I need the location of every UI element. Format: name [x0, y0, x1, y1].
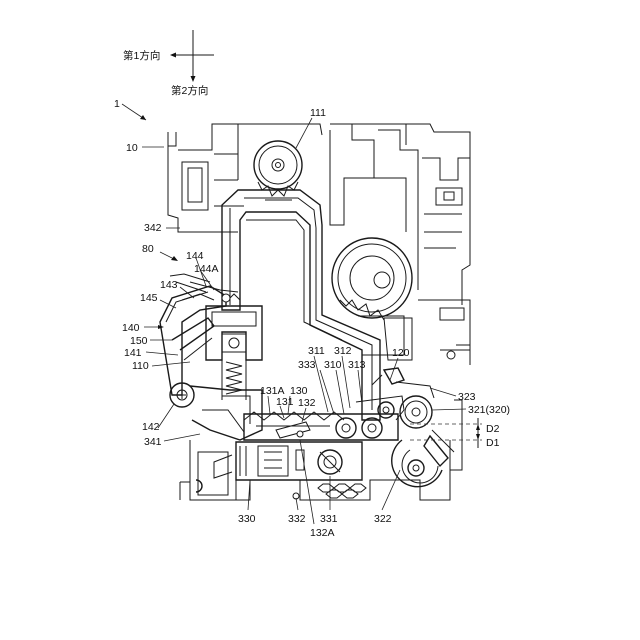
label-144: 144: [186, 250, 204, 262]
label-312: 312: [334, 345, 352, 357]
label-142: 142: [142, 421, 160, 433]
direction-indicator: 第1方向 第2方向: [123, 30, 214, 97]
label-322: 322: [374, 513, 392, 525]
label-143: 143: [160, 279, 178, 291]
label-145: 145: [140, 292, 158, 304]
label-120: 120: [392, 347, 410, 359]
label-110: 110: [132, 360, 149, 372]
lower-mechanism-330: [214, 442, 366, 499]
label-111: 111: [310, 107, 326, 119]
direction-2-label: 第2方向: [171, 84, 208, 97]
label-313: 313: [348, 359, 366, 371]
label-341: 341: [144, 436, 162, 448]
label-10: 10: [126, 142, 138, 154]
label-131: 131: [276, 396, 294, 408]
label-1: 1: [114, 98, 120, 110]
label-321-320: 321(320): [468, 404, 510, 416]
direction-1-arrowhead: [170, 53, 176, 58]
label-342: 342: [144, 222, 162, 234]
label-132a: 132A: [310, 527, 335, 539]
direction-2-arrowhead: [191, 76, 196, 82]
gear-321: [372, 368, 454, 487]
label-d2: D2: [486, 423, 500, 435]
label-80: 80: [142, 243, 154, 255]
label-330: 330: [238, 513, 256, 525]
reference-labels: 1 10 111 342 80 144 144A 143 145 140 150…: [114, 98, 510, 539]
label-144a: 144A: [194, 263, 219, 275]
label-310: 310: [324, 359, 342, 371]
label-150: 150: [130, 335, 148, 347]
label-d1: D1: [486, 437, 500, 449]
direction-1-label: 第1方向: [123, 49, 160, 62]
label-323: 323: [458, 391, 476, 403]
label-311: 311: [308, 345, 325, 357]
label-132: 132: [298, 397, 316, 409]
label-140: 140: [122, 322, 140, 334]
gear-111: [254, 141, 302, 200]
label-141: 141: [124, 347, 142, 359]
label-332: 332: [288, 513, 306, 525]
label-331: 331: [320, 513, 338, 525]
clamp-assembly-140: [160, 274, 262, 440]
leader-lines: [122, 104, 466, 524]
label-333: 333: [298, 359, 316, 371]
